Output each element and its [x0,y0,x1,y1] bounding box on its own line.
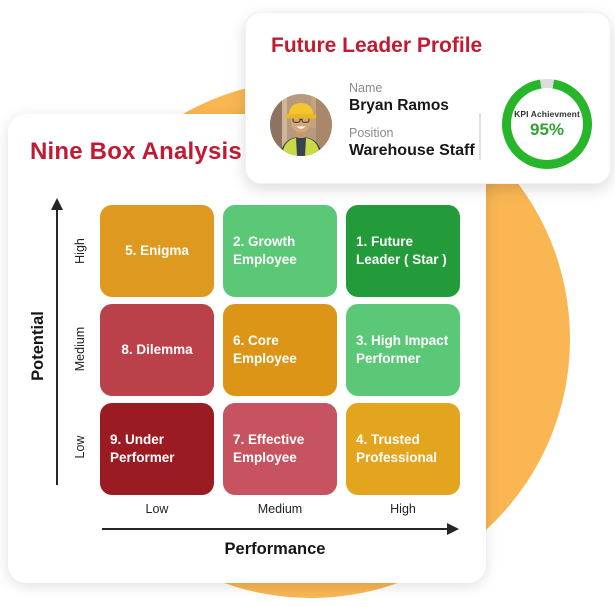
kpi-label: KPI Achievment [514,108,580,119]
nine-box-grid: 5. Enigma 2. Growth Employee 1. Future L… [100,205,460,495]
cell-high-impact-performer: 3. High Impact Performer [346,304,460,396]
x-tick-medium: Medium [257,502,303,516]
avatar [270,94,332,156]
profile-title: Future Leader Profile [271,34,483,57]
vertical-divider [479,113,481,160]
kpi-value: 95% [529,119,565,139]
future-leader-profile-card: Future Leader Profile [245,12,611,184]
cell-growth-employee: 2. Growth Employee [223,205,337,297]
x-tick-high: High [390,502,416,516]
y-axis-title: Potential [29,311,47,381]
x-tick-low: Low [145,502,169,516]
nine-box-card: Nine Box Analysis Potential High Medium … [8,114,486,583]
cell-effective-employee: 7. Effective Employee [223,403,337,495]
y-axis-arrow [51,198,63,485]
nine-box-title: Nine Box Analysis [30,138,242,165]
x-axis-arrow [102,523,459,535]
name-label: Name [349,81,383,95]
worker-portrait-icon [270,94,332,156]
kpi-donut-center: KPI Achievment 95% [511,88,583,160]
position-label: Position [349,126,394,140]
cell-future-leader: 1. Future Leader ( Star ) [346,205,460,297]
x-axis-title: Performance [224,540,326,558]
y-tick-medium: Medium [73,326,87,372]
kpi-donut-ring: KPI Achievment 95% [502,79,592,169]
arrow-right-icon [447,523,459,535]
arrow-up-icon [51,198,63,210]
cell-under-performer: 9. Under Performer [100,403,214,495]
cell-core-employee: 6. Core Employee [223,304,337,396]
cell-trusted-professional: 4. Trusted Professional [346,403,460,495]
cell-enigma: 5. Enigma [100,205,214,297]
cell-dilemma: 8. Dilemma [100,304,214,396]
name-value: Bryan Ramos [349,97,449,114]
position-value: Warehouse Staff [349,142,475,159]
y-tick-low: Low [73,435,87,459]
y-tick-high: High [73,238,87,264]
profile-fields: Name Bryan Ramos Position Warehouse Staf… [349,81,477,160]
